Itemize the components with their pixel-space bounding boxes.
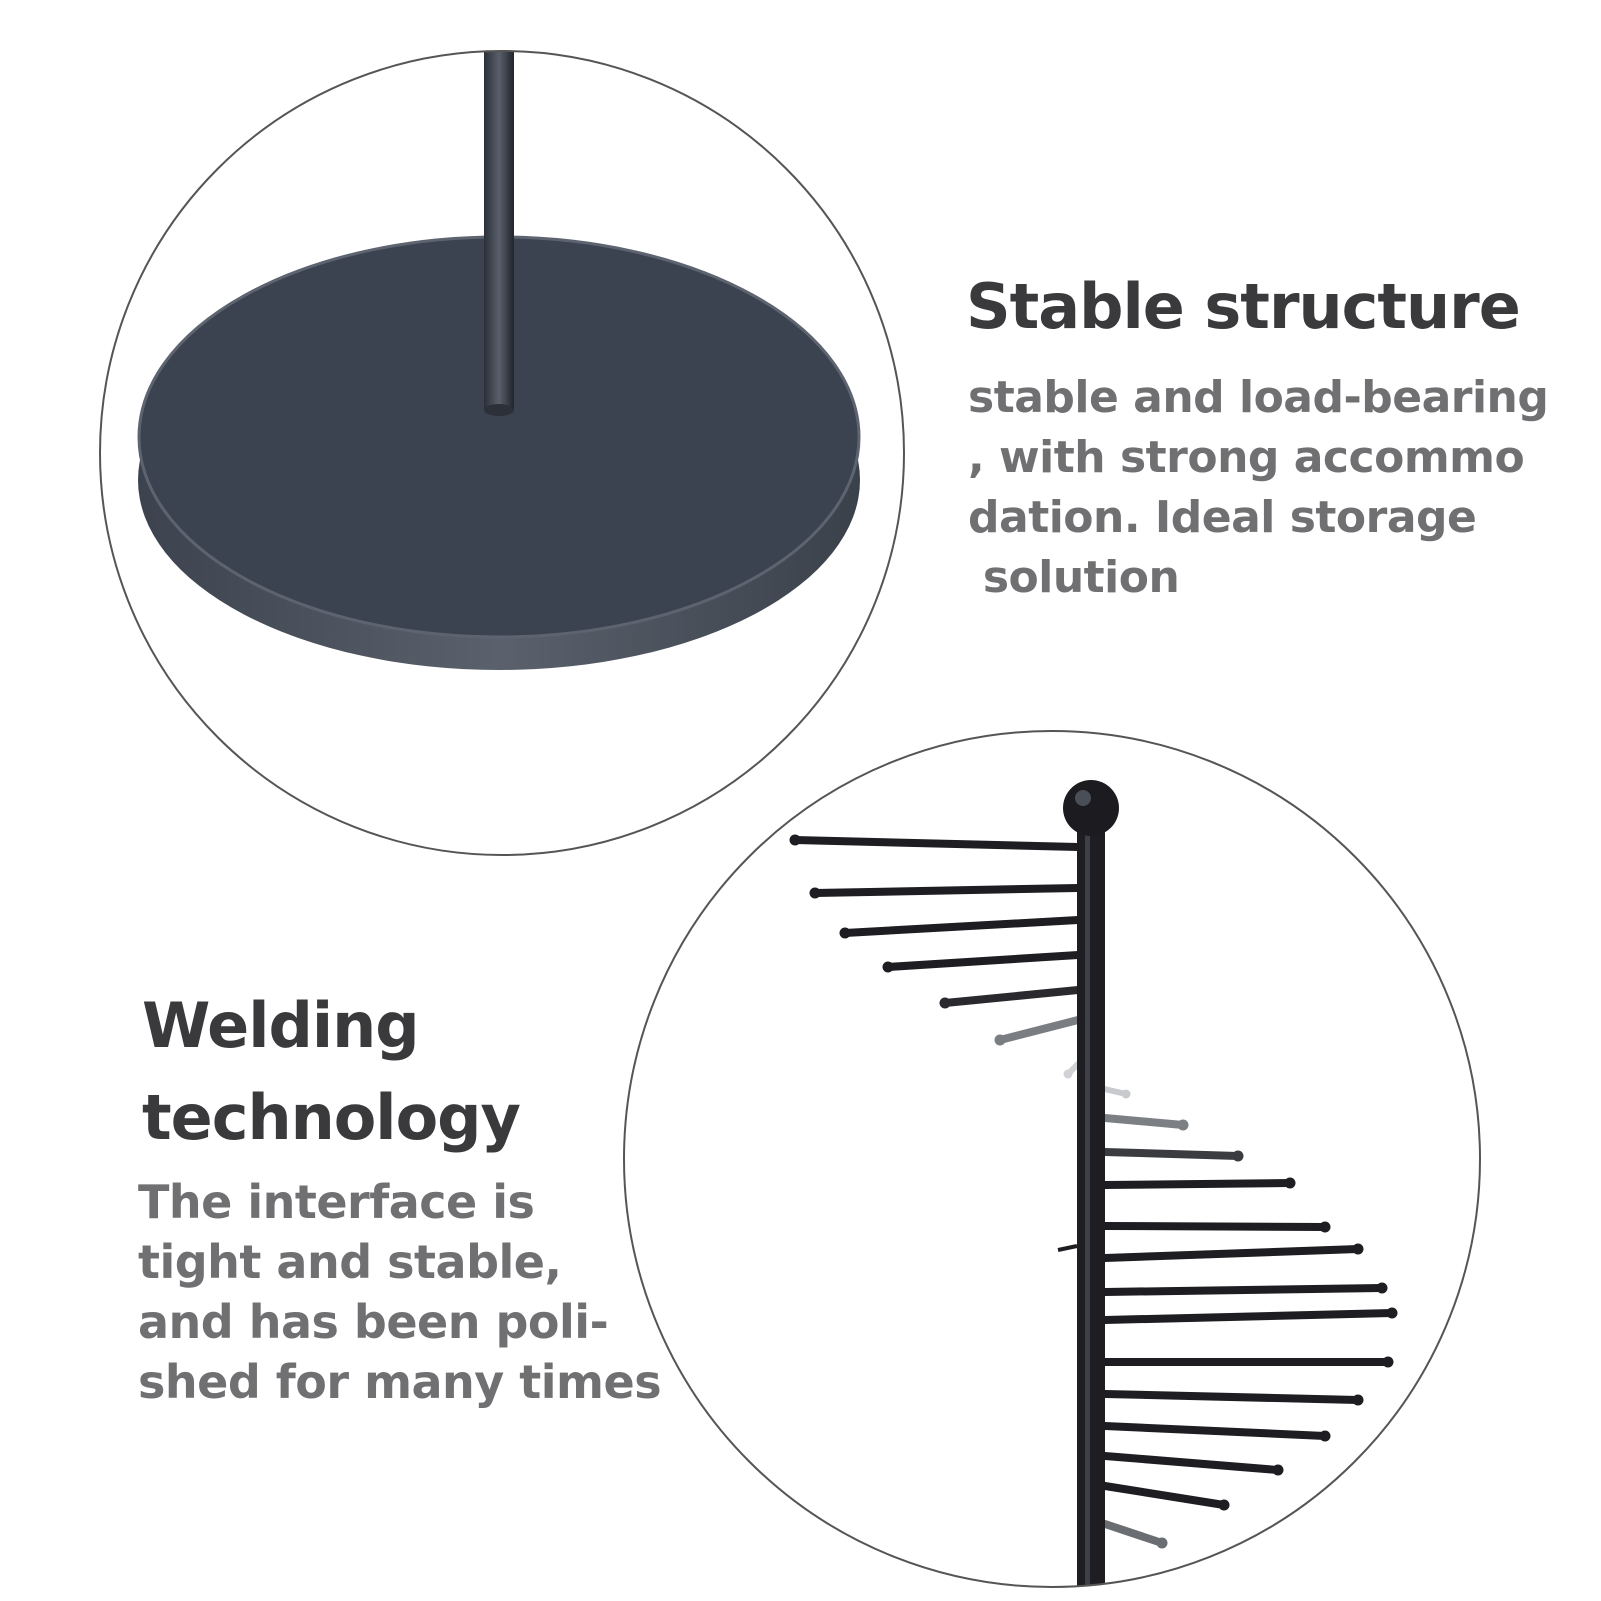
rack-arm	[996, 1016, 1082, 1044]
rack-arm	[884, 951, 1082, 971]
feature-title-welding-technology: Welding technology	[142, 980, 521, 1164]
rack-arm	[1101, 1422, 1329, 1440]
rack-arm	[1101, 1284, 1386, 1296]
bottom-circle-border	[623, 730, 1481, 1588]
rack-arm	[1101, 1114, 1187, 1129]
rack-arm-tip	[1352, 1394, 1364, 1406]
base-pole	[484, 51, 514, 410]
rack-arm	[941, 986, 1082, 1007]
rack-arm	[1101, 1245, 1362, 1262]
spiral-rack-photo	[624, 731, 1480, 1587]
feature-description-welding-technology: The interface is tight and stable, and h…	[138, 1172, 662, 1412]
description-line: The interface is	[138, 1175, 535, 1229]
rack-arm	[791, 836, 1082, 851]
description-line: solution	[968, 552, 1180, 603]
feature-description-stable-structure: stable and load-bearing , with strong ac…	[968, 368, 1549, 608]
rack-arm-tip	[1376, 1282, 1388, 1294]
rack-arm-tip	[1177, 1119, 1189, 1131]
rack-arm-tip	[1232, 1150, 1244, 1162]
rack-arm-tip	[994, 1034, 1006, 1046]
rack-arm-tip	[839, 927, 851, 939]
rack-arm	[1101, 1222, 1329, 1231]
rack-arm	[841, 916, 1082, 937]
round-base-photo	[100, 51, 904, 855]
title-line: Welding	[142, 989, 420, 1062]
rack-arm-tip	[939, 997, 951, 1009]
rack-arm-tip	[1156, 1537, 1168, 1549]
rack-arm	[1101, 1390, 1362, 1404]
feature-title-stable-structure: Stable structure	[966, 270, 1521, 343]
description-line: tight and stable,	[138, 1235, 562, 1289]
rack-arm-tip	[882, 961, 894, 973]
rack-arm-tip	[1382, 1356, 1394, 1368]
base-top	[139, 237, 859, 637]
rack-arm	[1101, 1179, 1294, 1189]
rack-arm	[1101, 1482, 1228, 1509]
description-line: , with strong accommo	[968, 432, 1525, 483]
rack-arm	[1101, 1148, 1242, 1160]
rack-arm-tip	[1386, 1307, 1398, 1319]
rack-arm-tip	[1121, 1089, 1131, 1099]
rack-arm-tip	[1352, 1243, 1364, 1255]
rack-arm-tip	[1272, 1464, 1284, 1476]
rack-arm	[811, 884, 1082, 897]
rack-arm-tip	[789, 834, 801, 846]
description-line: shed for many times	[138, 1355, 662, 1409]
title-line: technology	[142, 1081, 521, 1154]
rack-arm	[1101, 1452, 1282, 1474]
top-circle-border	[99, 50, 905, 856]
rack-top-ball	[1063, 780, 1119, 836]
description-line: and has been poli-	[138, 1295, 609, 1349]
rack-arm-tip	[1284, 1177, 1296, 1189]
rack-arm-tip	[1319, 1430, 1331, 1442]
rack-arm-tip	[1218, 1499, 1230, 1511]
rack-arm-tip	[1319, 1221, 1331, 1233]
description-line: stable and load-bearing	[968, 372, 1549, 423]
description-line: dation. Ideal storage	[968, 492, 1477, 543]
rack-arm-tip	[809, 887, 821, 899]
rack-pole	[1077, 822, 1105, 1587]
rack-arm	[1101, 1309, 1396, 1324]
rack-arm-tip	[1063, 1069, 1073, 1079]
rack-arm	[1101, 1520, 1166, 1547]
